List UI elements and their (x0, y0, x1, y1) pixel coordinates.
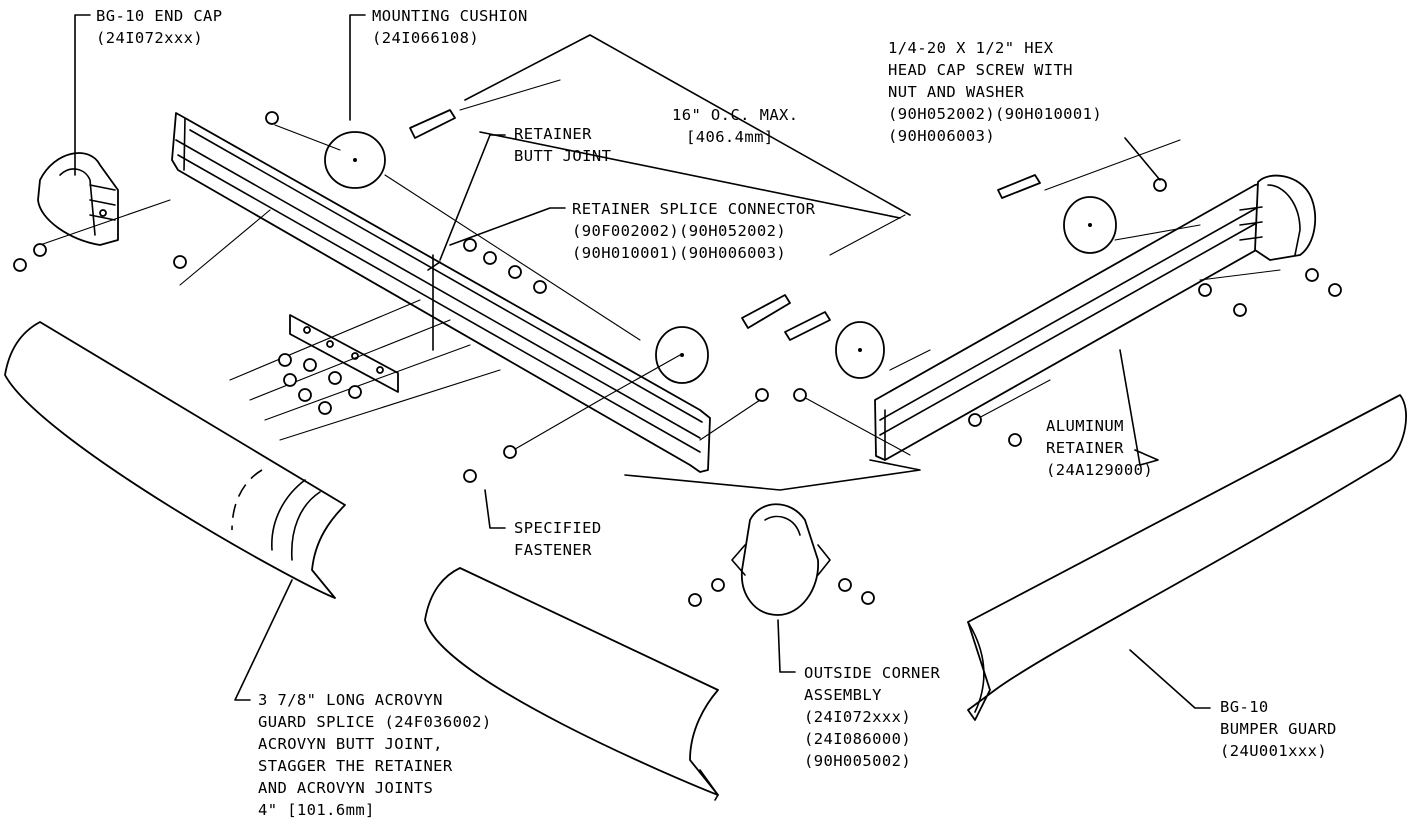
callout-outside-corner: OUTSIDE CORNER ASSEMBLY (24I072xxx) (24I… (804, 664, 941, 770)
svg-text:AND ACROVYN JOINTS: AND ACROVYN JOINTS (258, 779, 433, 797)
left-aluminum-retainer (171, 112, 711, 473)
mounting-cushions (324, 131, 1117, 384)
middle-acrovyn-guard (424, 567, 719, 801)
svg-text:(90F002002)(90H052002): (90F002002)(90H052002) (572, 222, 786, 240)
svg-text:(90H006003): (90H006003) (888, 127, 995, 145)
svg-text:1/4-20 X 1/2" HEX: 1/4-20 X 1/2" HEX (888, 39, 1054, 57)
callout-splice-connector: RETAINER SPLICE CONNECTOR (90F002002)(90… (572, 200, 816, 262)
svg-text:3 7/8" LONG ACROVYN: 3 7/8" LONG ACROVYN (258, 691, 443, 709)
svg-text:FASTENER: FASTENER (514, 541, 592, 559)
right-end-cap (1239, 174, 1317, 261)
svg-text:(24I086000): (24I086000) (804, 730, 911, 748)
svg-text:GUARD SPLICE (24F036002): GUARD SPLICE (24F036002) (258, 713, 492, 731)
svg-text:HEAD CAP SCREW WITH: HEAD CAP SCREW WITH (888, 61, 1073, 79)
svg-text:(24I072xxx): (24I072xxx) (804, 708, 911, 726)
svg-text:(90H052002)(90H010001): (90H052002)(90H010001) (888, 105, 1102, 123)
svg-text:(90H005002): (90H005002) (804, 752, 911, 770)
callout-mounting-cushion: MOUNTING CUSHION (24I066108) (372, 7, 528, 47)
splice-plate (289, 314, 399, 393)
callout-guard-splice: 3 7/8" LONG ACROVYN GUARD SPLICE (24F036… (258, 691, 492, 819)
svg-text:RETAINER: RETAINER (514, 125, 592, 143)
svg-text:ASSEMBLY: ASSEMBLY (804, 686, 882, 704)
svg-text:STAGGER THE RETAINER: STAGGER THE RETAINER (258, 757, 453, 775)
svg-text:[406.4mm]: [406.4mm] (686, 128, 774, 146)
svg-text:OUTSIDE CORNER: OUTSIDE CORNER (804, 664, 941, 682)
right-acrovyn-guard (967, 394, 1407, 721)
svg-text:BUMPER GUARD: BUMPER GUARD (1220, 720, 1337, 738)
callout-bumper-guard: BG-10 BUMPER GUARD (24U001xxx) (1220, 698, 1337, 760)
svg-text:MOUNTING CUSHION: MOUNTING CUSHION (372, 7, 528, 25)
svg-text:NUT AND WASHER: NUT AND WASHER (888, 83, 1025, 101)
svg-text:BG-10: BG-10 (1220, 698, 1269, 716)
svg-text:BG-10 END CAP: BG-10 END CAP (96, 7, 223, 25)
svg-text:(90H010001)(90H006003): (90H010001)(90H006003) (572, 244, 786, 262)
svg-text:RETAINER: RETAINER (1046, 439, 1124, 457)
svg-text:SPECIFIED: SPECIFIED (514, 519, 602, 537)
callout-retainer-butt-joint: RETAINER BUTT JOINT (514, 125, 611, 165)
outside-corner-assembly (731, 503, 831, 616)
callout-specified-fastener: SPECIFIED FASTENER (514, 519, 602, 559)
callout-aluminum-retainer: ALUMINUM RETAINER (24A129000) (1046, 417, 1153, 479)
svg-text:(24I072xxx): (24I072xxx) (96, 29, 203, 47)
svg-text:RETAINER SPLICE CONNECTOR: RETAINER SPLICE CONNECTOR (572, 200, 816, 218)
callout-spacing: 16" O.C. MAX. [406.4mm] (672, 106, 799, 146)
svg-text:(24U001xxx): (24U001xxx) (1220, 742, 1327, 760)
callout-end-cap: BG-10 END CAP (24I072xxx) (96, 7, 223, 47)
svg-text:BUTT JOINT: BUTT JOINT (514, 147, 611, 165)
wall-anchors (409, 109, 1041, 341)
left-acrovyn-guard (4, 321, 346, 599)
svg-text:(24I066108): (24I066108) (372, 29, 479, 47)
leader-lines (74, 14, 1211, 709)
callout-cap-screw: 1/4-20 X 1/2" HEX HEAD CAP SCREW WITH NU… (888, 39, 1102, 145)
left-end-cap (37, 152, 119, 246)
svg-text:ACROVYN BUTT JOINT,: ACROVYN BUTT JOINT, (258, 735, 443, 753)
svg-text:16" O.C. MAX.: 16" O.C. MAX. (672, 106, 799, 124)
svg-text:ALUMINUM: ALUMINUM (1046, 417, 1124, 435)
svg-text:(24A129000): (24A129000) (1046, 461, 1153, 479)
svg-text:4" [101.6mm]: 4" [101.6mm] (258, 801, 375, 819)
